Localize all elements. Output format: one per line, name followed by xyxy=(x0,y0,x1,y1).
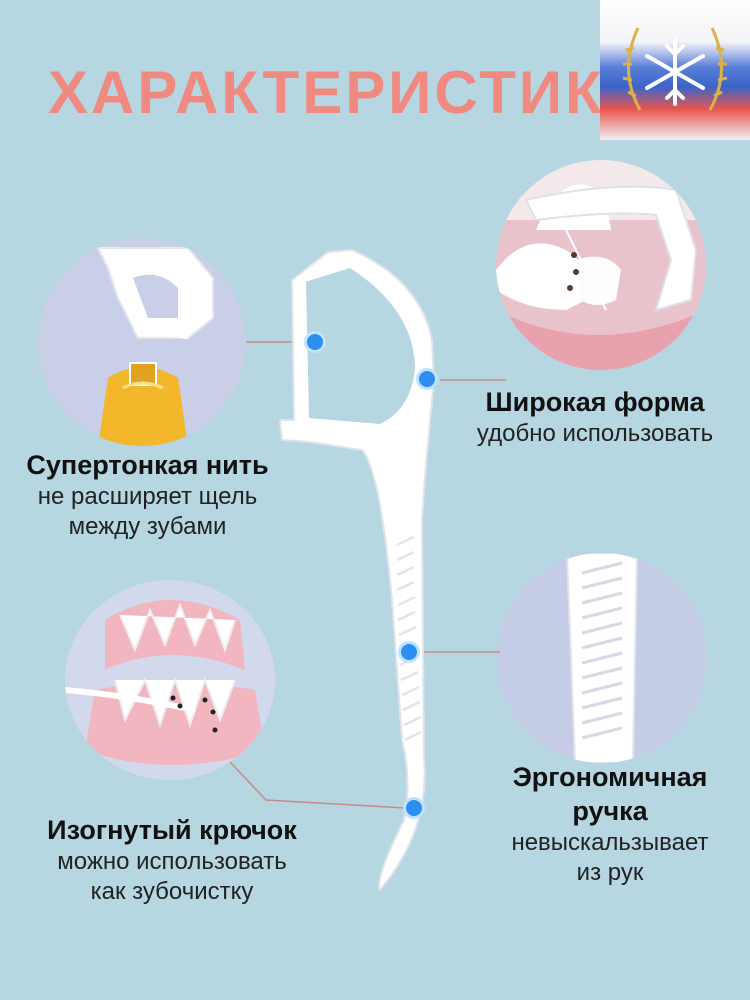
ergonomic-handle-image xyxy=(497,553,707,763)
curved-hook-image xyxy=(65,580,275,780)
feature-thin-thread: Супертонкая нить не расширяет щель между… xyxy=(0,448,295,542)
feature-description: можно использовать xyxy=(57,848,287,875)
feature-curved-hook: Изогнутый крючок можно использовать как … xyxy=(14,813,330,907)
feature-description: как зубочистку xyxy=(90,878,254,905)
page-title: ХАРАКТЕРИСТИКИ xyxy=(48,59,651,126)
feature-description: из рук xyxy=(576,859,644,886)
snowflake-wreath-icon xyxy=(622,27,728,111)
thin-thread-image xyxy=(38,238,246,446)
feature-description: удобно использовать xyxy=(476,420,714,447)
feature-heading: Изогнутый крючок xyxy=(47,815,297,845)
feature-heading: Широкая форма xyxy=(485,387,705,417)
marker-dot xyxy=(403,797,425,819)
marker-dot xyxy=(304,331,326,353)
wide-shape-image xyxy=(496,160,706,370)
feature-description: не расширяет щель xyxy=(37,483,258,510)
marker-dot xyxy=(398,641,420,663)
feature-wide-shape: Широкая форма удобно использовать xyxy=(440,385,750,449)
feature-heading: Супертонкая нить xyxy=(26,450,269,480)
feature-heading: ручка xyxy=(572,796,648,826)
feature-description: между зубами xyxy=(68,513,227,540)
feature-heading: Эргономичная xyxy=(512,762,708,792)
marker-dot xyxy=(416,368,438,390)
feature-ergonomic-handle: Эргономичная ручка невыскальзывает из ру… xyxy=(470,760,750,888)
feature-description: невыскальзывает xyxy=(511,829,709,856)
russia-flag-badge xyxy=(600,0,750,140)
